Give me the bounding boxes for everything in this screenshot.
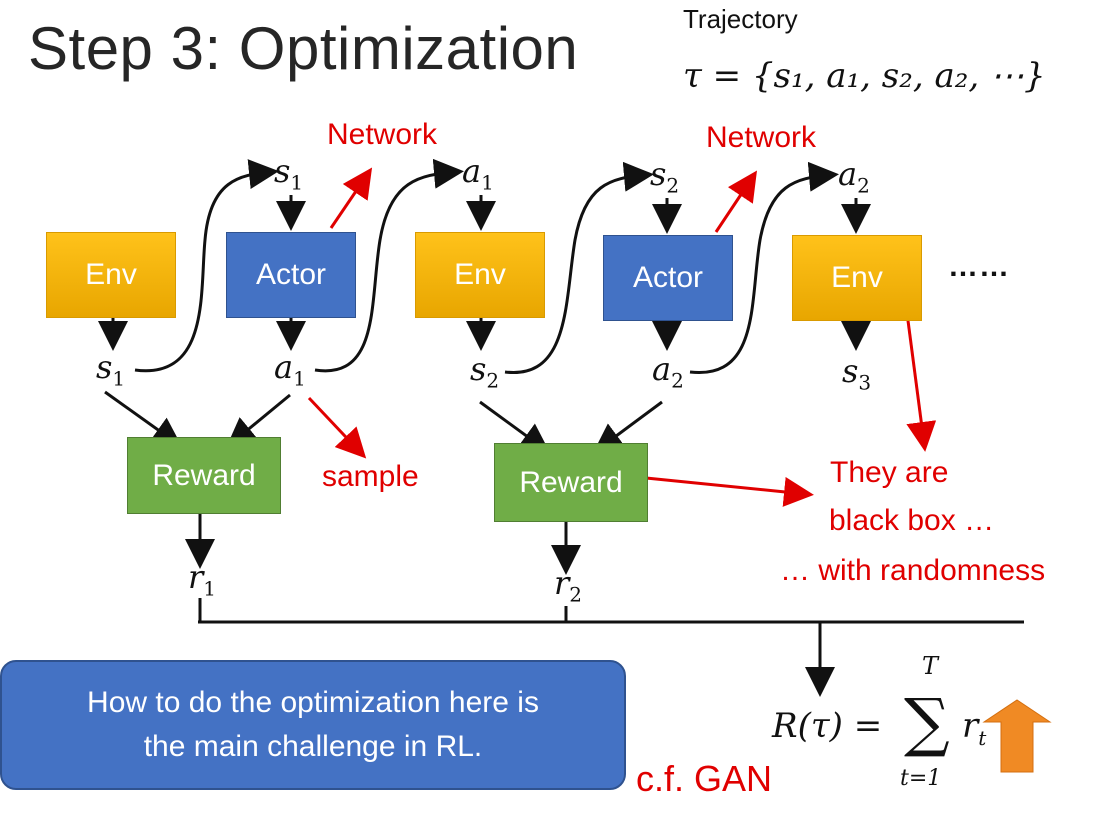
var-r2: r2 — [554, 564, 583, 607]
reward-box-1-label: Reward — [152, 458, 256, 492]
env-box-1-label: Env — [85, 258, 137, 291]
env-box-3: Env — [792, 235, 922, 321]
reward-box-2: Reward — [494, 443, 648, 522]
var-s2: s2 — [470, 350, 500, 393]
trajectory-formula: τ = {s₁, a₁, s₂, a₂, ⋯} — [683, 56, 1046, 96]
var-r1: r1 — [188, 558, 217, 601]
trajectory-label: Trajectory — [683, 4, 798, 34]
return-lhs: R(τ) = — [772, 706, 883, 746]
callout-line-2: the main challenge in RL. — [143, 730, 483, 763]
var-s2-top: s2 — [650, 155, 680, 198]
reward-box-2-label: Reward — [519, 465, 623, 499]
ellipsis: …… — [948, 250, 1010, 283]
var-a2: a2 — [652, 350, 684, 393]
sum-lower: t=1 — [900, 766, 942, 791]
black-box-line-2: black box … — [829, 504, 995, 537]
var-a1: a1 — [274, 348, 306, 391]
sample-label: sample — [322, 460, 419, 493]
env-box-1: Env — [46, 232, 176, 318]
env-box-2: Env — [415, 232, 545, 318]
actor-box-2: Actor — [603, 235, 733, 321]
slide-title: Step 3: Optimization — [28, 15, 579, 82]
network-label-1: Network — [327, 118, 438, 151]
var-s1-top: s1 — [274, 152, 304, 195]
callout-line-1: How to do the optimization here is — [87, 686, 539, 719]
var-a2-top: a2 — [838, 155, 870, 198]
var-a1-top: a1 — [462, 152, 494, 195]
var-s3: s3 — [842, 352, 872, 395]
challenge-callout: How to do the optimization here is the m… — [0, 660, 626, 790]
env-box-2-label: Env — [454, 258, 506, 291]
network-label-2: Network — [706, 121, 817, 154]
cf-gan-label: c.f. GAN — [636, 758, 773, 799]
reward-box-1: Reward — [127, 437, 281, 514]
actor-box-2-label: Actor — [632, 261, 704, 294]
up-arrow-icon — [982, 699, 1052, 773]
sum-upper: T — [922, 652, 939, 680]
actor-box-1: Actor — [226, 232, 356, 318]
var-s1: s1 — [96, 348, 126, 391]
black-box-line-1: They are — [830, 456, 949, 489]
black-box-line-3: … with randomness — [780, 554, 1046, 587]
sum-term: rt — [962, 706, 987, 750]
sum-sign: ∑ — [904, 686, 950, 760]
actor-box-1-label: Actor — [255, 258, 327, 291]
env-box-3-label: Env — [831, 261, 883, 294]
